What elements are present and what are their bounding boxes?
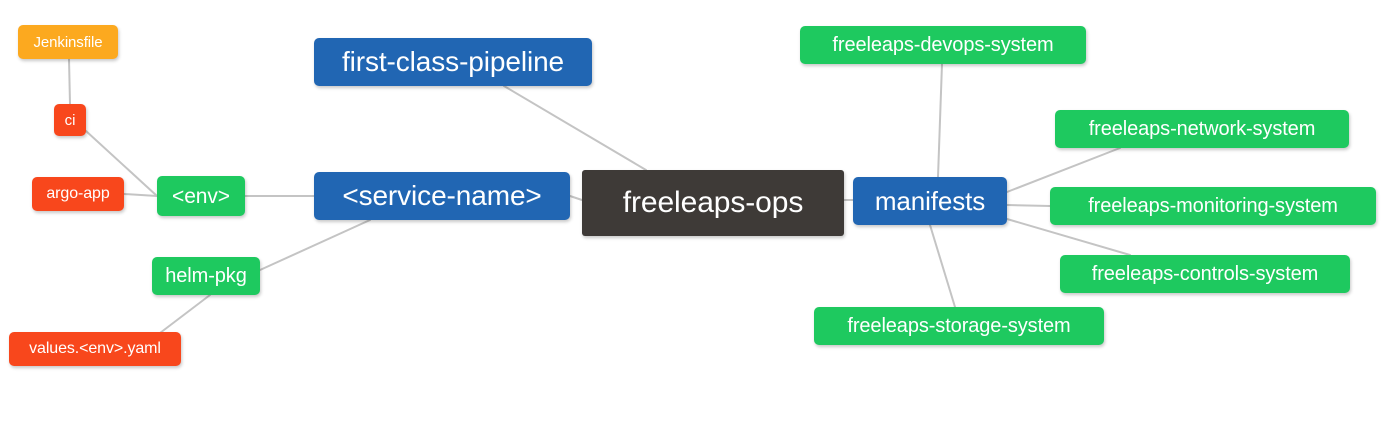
mindmap-edge-manifests-to-monitoring-system: [1006, 204, 1051, 207]
mindmap-node-controls-system[interactable]: freeleaps-controls-system: [1060, 255, 1350, 293]
mindmap-edge-manifests-to-network-system: [1006, 147, 1121, 193]
mindmap-node-argo-app[interactable]: argo-app: [32, 177, 124, 211]
mindmap-edge-manifests-to-devops-system: [937, 63, 943, 178]
mindmap-node-freeleaps-ops[interactable]: freeleaps-ops: [582, 170, 844, 236]
mindmap-edge-argo-app-to-env: [123, 193, 158, 197]
mindmap-edge-values-yaml-to-helm-pkg: [159, 294, 211, 334]
mindmap-node-jenkinsfile[interactable]: Jenkinsfile: [18, 25, 118, 59]
mindmap-edge-manifests-to-storage-system: [929, 224, 956, 308]
mindmap-node-values-yaml[interactable]: values.<env>.yaml: [9, 332, 181, 366]
mindmap-edge-service-name-to-freeleaps-ops: [569, 195, 583, 201]
mindmap-edge-helm-pkg-to-service-name: [259, 219, 371, 271]
mindmap-node-monitoring-system[interactable]: freeleaps-monitoring-system: [1050, 187, 1376, 225]
mindmap-node-first-class-pipeline[interactable]: first-class-pipeline: [314, 38, 592, 86]
mindmap-edge-jenkinsfile-to-ci: [68, 58, 71, 105]
mindmap-node-manifests[interactable]: manifests: [853, 177, 1007, 225]
mindmap-edge-first-class-pipeline-to-freeleaps-ops: [503, 85, 647, 171]
mindmap-node-service-name[interactable]: <service-name>: [314, 172, 570, 220]
mindmap-node-storage-system[interactable]: freeleaps-storage-system: [814, 307, 1104, 345]
mindmap-node-ci[interactable]: ci: [54, 104, 86, 136]
mindmap-node-devops-system[interactable]: freeleaps-devops-system: [800, 26, 1086, 64]
mindmap-node-env[interactable]: <env>: [157, 176, 245, 216]
mindmap-node-network-system[interactable]: freeleaps-network-system: [1055, 110, 1349, 148]
mindmap-node-helm-pkg[interactable]: helm-pkg: [152, 257, 260, 295]
